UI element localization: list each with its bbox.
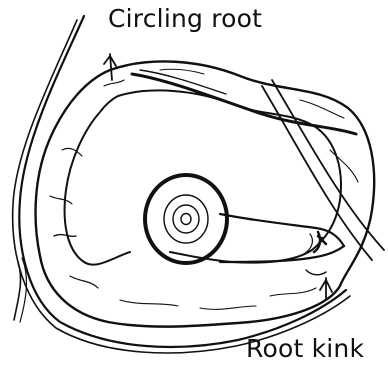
- circling-root-label: Circling root: [108, 4, 262, 33]
- stem-cross-section: [145, 175, 227, 263]
- circling-root-outer: [36, 61, 375, 326]
- root-kink-label: Root kink: [246, 334, 364, 363]
- lateral-root: [220, 214, 344, 246]
- circling-root-pointer: [104, 54, 116, 80]
- root-streak: [132, 74, 356, 134]
- crossing-root: [262, 86, 372, 260]
